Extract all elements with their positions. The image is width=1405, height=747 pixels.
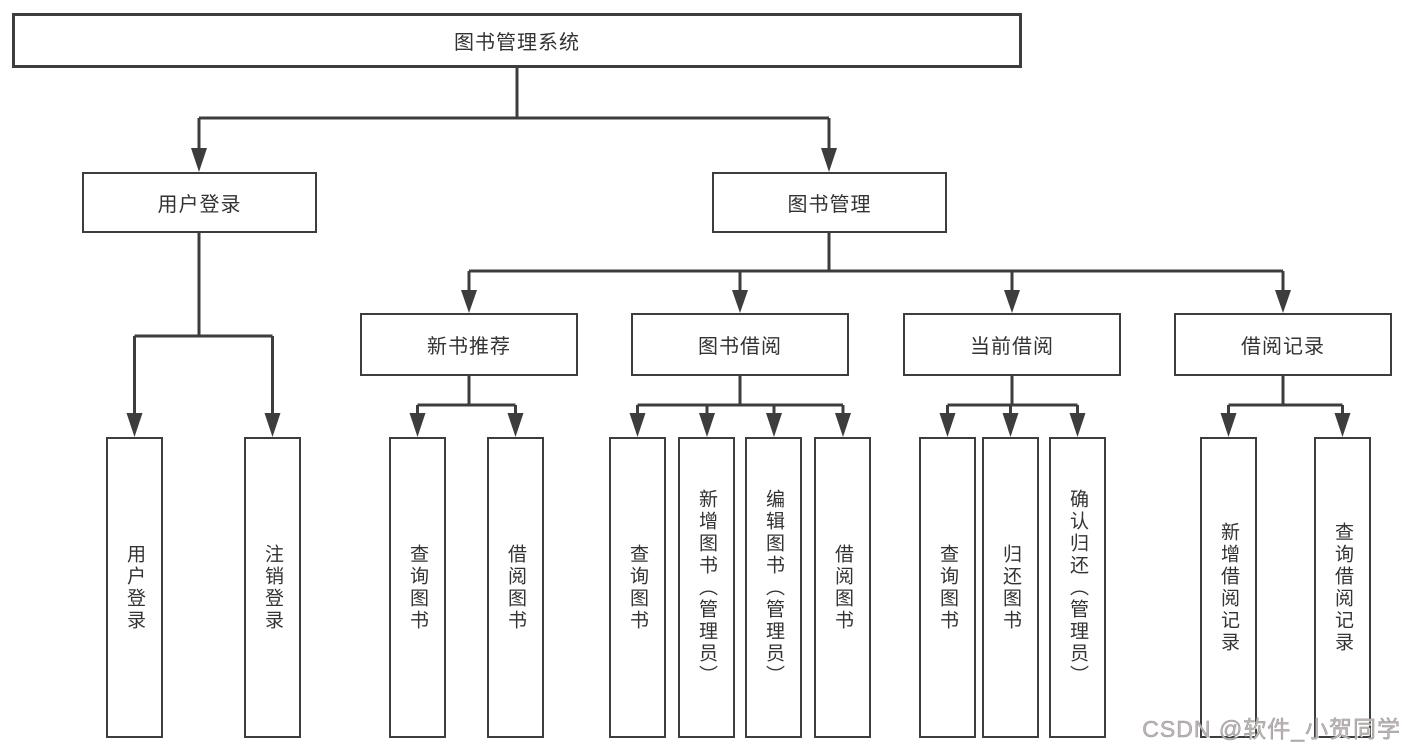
arrowhead (507, 413, 524, 437)
connector-records-to-leaves (1227, 376, 1344, 416)
leaf-return-books: 归还图书 (982, 437, 1039, 738)
arrowhead (409, 413, 426, 437)
leaf-edit-books-admin: 编辑图书（管理员） (745, 437, 802, 738)
arrowhead (821, 148, 837, 172)
leaf-query-books-current: 查询图书 (919, 437, 976, 738)
connector-userlogin-to-leaves (133, 233, 274, 416)
arrowhead (766, 413, 782, 437)
arrowhead (835, 413, 851, 437)
node-book-borrowing: 图书借阅 (631, 313, 849, 376)
connector-bookmgmt-to-level3 (467, 233, 1285, 293)
leaf-query-books-borrow: 查询图书 (609, 437, 666, 738)
connector-borrow-to-leaves (636, 376, 845, 416)
node-root-system: 图书管理系统 (12, 13, 1022, 68)
leaf-borrow-books: 借阅图书 (814, 437, 871, 738)
arrowhead (461, 290, 477, 313)
arrowhead (1275, 290, 1291, 313)
arrowhead (732, 290, 748, 313)
arrowhead (939, 413, 956, 437)
connector-newbook-to-leaves (416, 376, 517, 416)
connector-root-to-level2 (197, 68, 831, 152)
arrowhead (1002, 413, 1019, 437)
leaf-query-books-recommend: 查询图书 (389, 437, 446, 738)
arrowhead (1069, 413, 1086, 437)
arrowhead (264, 413, 281, 437)
leaf-add-borrow-record: 新增借阅记录 (1200, 437, 1257, 738)
arrowhead (629, 413, 646, 437)
csdn-watermark: CSDN @软件_小贺同学 (1142, 716, 1401, 743)
arrowhead (126, 413, 143, 437)
node-book-management: 图书管理 (712, 172, 947, 233)
leaf-user-login: 用户登录 (106, 437, 163, 738)
connector-current-to-leaves (946, 376, 1079, 416)
leaf-confirm-return-admin: 确认归还（管理员） (1049, 437, 1106, 738)
arrowhead (699, 413, 715, 437)
arrowhead (1004, 290, 1020, 313)
node-new-book-recommendation: 新书推荐 (360, 313, 578, 376)
node-user-login: 用户登录 (82, 172, 317, 233)
leaf-add-books-admin: 新增图书（管理员） (678, 437, 735, 738)
arrowhead (191, 148, 207, 172)
node-borrowing-records: 借阅记录 (1174, 313, 1392, 376)
leaf-query-borrow-record: 查询借阅记录 (1314, 437, 1371, 738)
arrowhead (1334, 413, 1351, 437)
node-current-borrowing: 当前借阅 (903, 313, 1121, 376)
arrowhead (1220, 413, 1237, 437)
leaf-logout: 注销登录 (244, 437, 301, 738)
leaf-borrow-books-recommend: 借阅图书 (487, 437, 544, 738)
